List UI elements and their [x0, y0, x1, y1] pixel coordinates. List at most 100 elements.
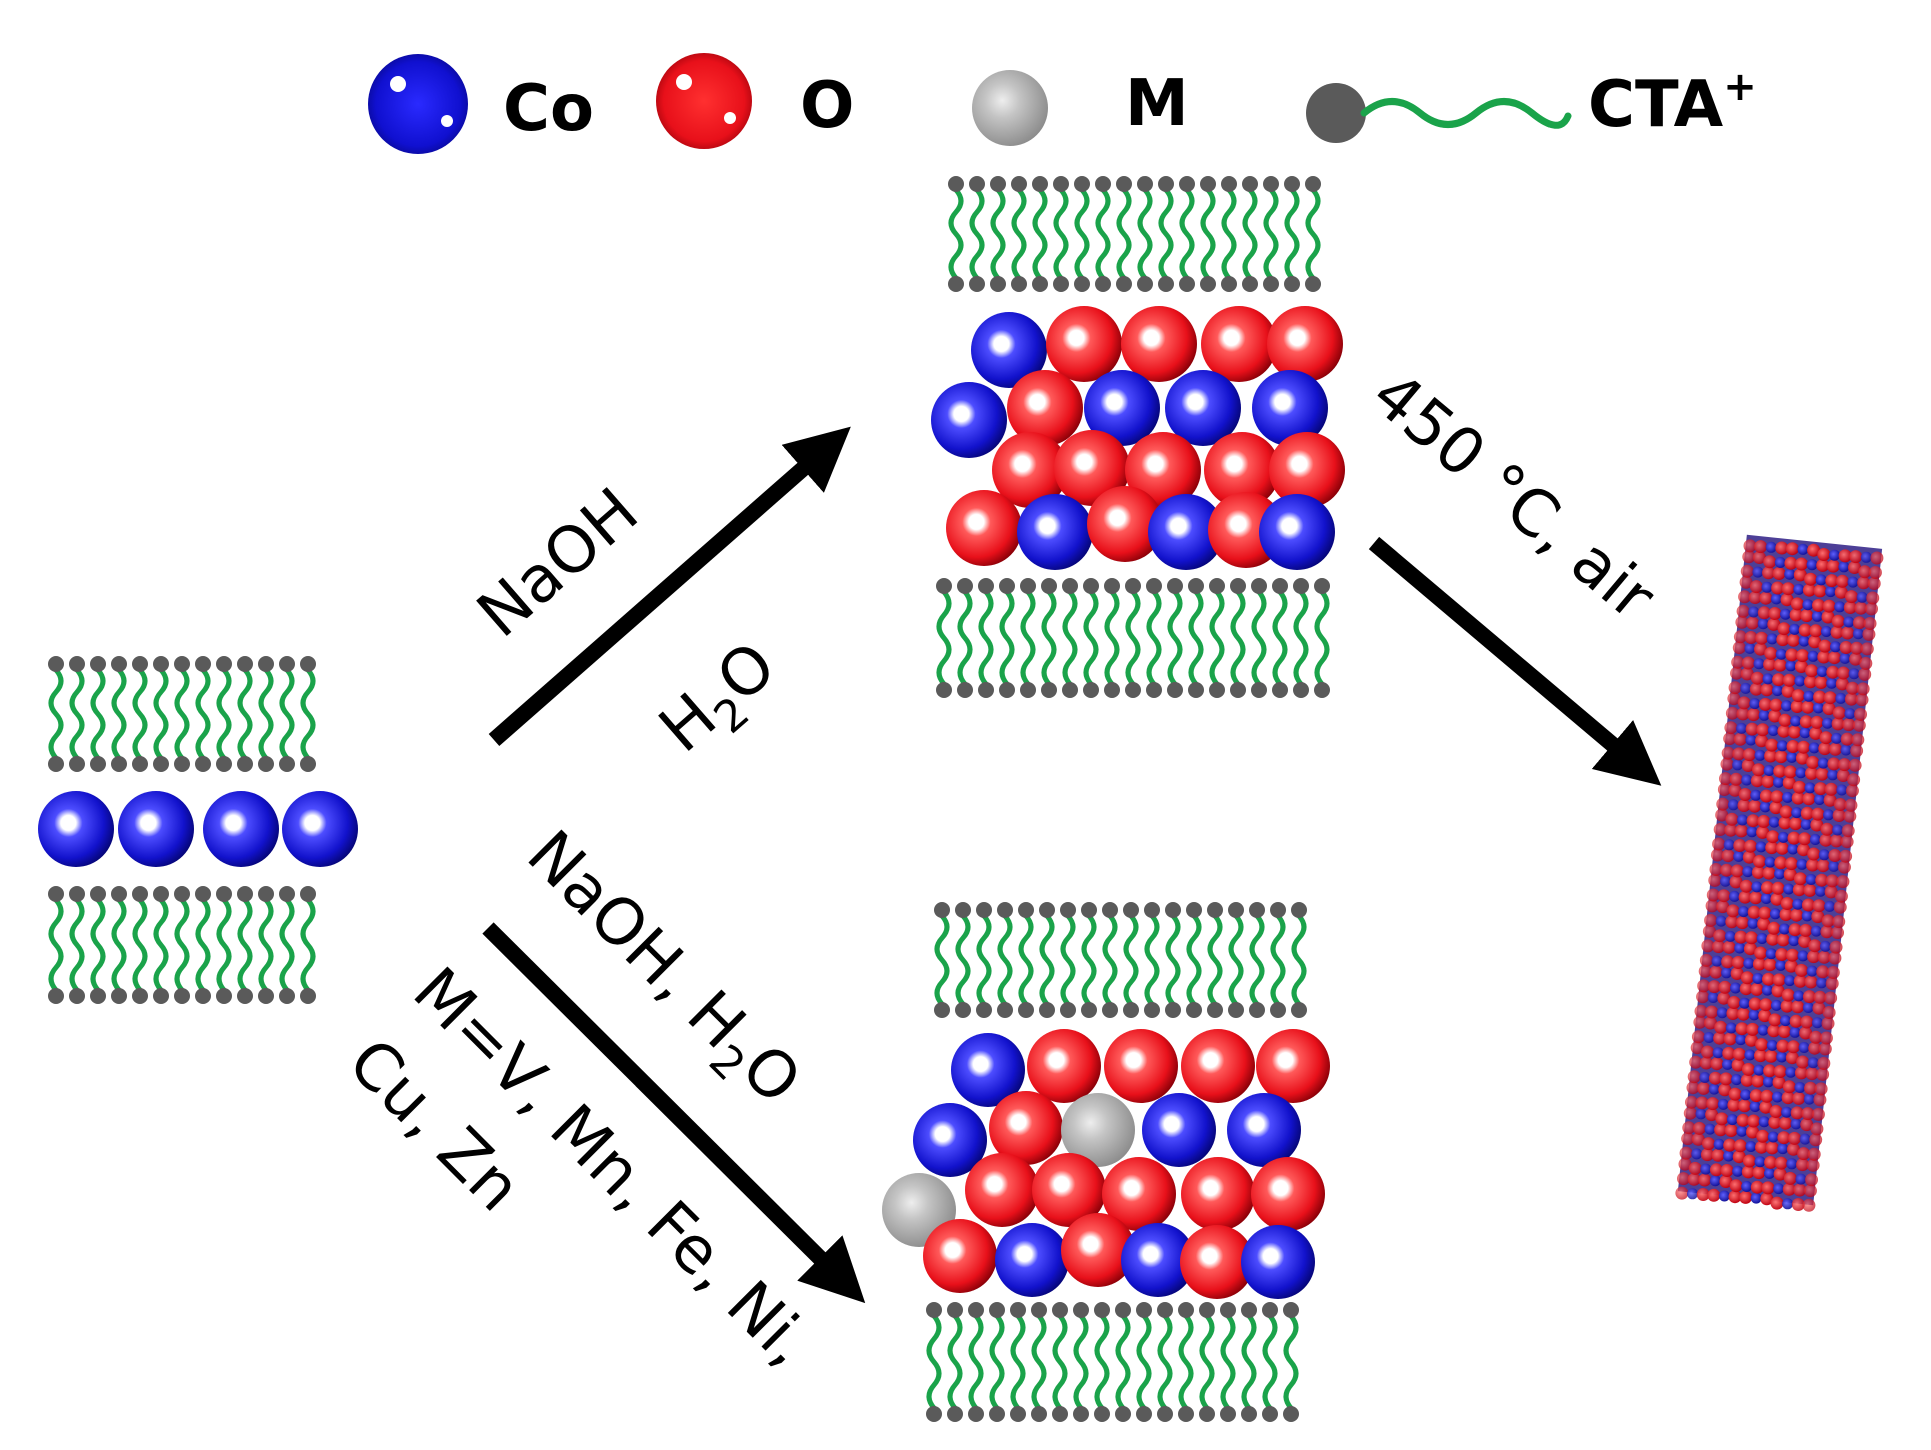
nanotube-oxygen-atom — [1807, 847, 1821, 861]
nanotube-cobalt-atom — [1755, 841, 1767, 853]
surfactant-head — [926, 1406, 942, 1422]
surfactant-head — [955, 1002, 971, 1018]
surfactant-head — [1165, 902, 1181, 918]
surfactant-head — [90, 756, 106, 772]
surfactant-head — [258, 656, 274, 672]
nanotube-oxygen-atom — [1785, 948, 1799, 962]
nanotube-cobalt-atom — [1787, 843, 1799, 855]
nanotube-oxygen-atom — [1806, 755, 1820, 769]
surfactant-chain — [1179, 188, 1195, 280]
nanotube-oxygen-atom — [1735, 615, 1749, 629]
nanotube-oxygen-atom — [1745, 722, 1759, 736]
nanotube-cobalt-atom — [1815, 574, 1827, 586]
surfactant-head — [968, 1302, 984, 1318]
nanotube-oxygen-atom — [1762, 866, 1776, 880]
nanotube-oxygen-atom — [1809, 1133, 1823, 1147]
surfactant-head — [1041, 578, 1057, 594]
nanotube-oxygen-atom — [1785, 1051, 1799, 1065]
surfactant-chain — [1178, 1314, 1194, 1410]
nanotube-oxygen-atom — [1708, 873, 1722, 887]
nanotube-oxygen-atom — [1795, 557, 1808, 571]
nanotube-cobalt-atom — [1772, 1091, 1783, 1103]
surfactant-chain — [1188, 590, 1204, 686]
nanotube-oxygen-atom — [1692, 1121, 1706, 1135]
nanotube-oxygen-atom — [1761, 775, 1775, 788]
nanotube-oxygen-atom — [1763, 657, 1777, 671]
atom-layers — [38, 306, 1345, 1299]
surfactant-chain — [1123, 914, 1139, 1006]
nanotube-oxygen-atom — [1793, 568, 1807, 582]
nanotube-oxygen-atom — [1825, 574, 1839, 588]
surfactant-head — [1241, 1406, 1257, 1422]
nanotube-oxygen-atom — [1740, 564, 1754, 578]
surfactant-chain — [1115, 1314, 1131, 1410]
surfactant-head — [1272, 578, 1288, 594]
nanotube-oxygen-atom — [1845, 590, 1858, 604]
surfactant-head — [1188, 578, 1204, 594]
legend-o-sphere — [656, 53, 752, 149]
nanotube-cobalt-atom — [1819, 940, 1831, 952]
nanotube-oxygen-atom — [1739, 575, 1753, 589]
nanotube-oxygen-atom — [1787, 633, 1800, 647]
surfactant-head — [216, 886, 232, 902]
cobalt-atom — [118, 791, 194, 867]
nanotube-oxygen-atom — [1791, 1000, 1805, 1014]
surfactant-head — [1284, 176, 1300, 192]
nanotube-oxygen-atom — [1698, 1173, 1712, 1187]
nanotube-oxygen-atom — [1824, 885, 1838, 899]
nanotube-oxygen-atom — [1702, 1137, 1715, 1151]
surfactant-chain — [174, 898, 190, 992]
nanotube-oxygen-atom — [1764, 749, 1778, 763]
surfactant-head — [90, 656, 106, 672]
nanotube-oxygen-atom — [1752, 763, 1765, 777]
nanotube-oxygen-atom — [1806, 1158, 1820, 1172]
surfactant-chain — [111, 898, 127, 992]
nanotube-cobalt-atom — [1794, 1082, 1806, 1093]
nanotube-oxygen-atom — [1761, 881, 1774, 895]
oxygen-atom — [1201, 306, 1277, 382]
surfactant-chain — [1241, 1314, 1257, 1410]
oxygen-atom — [1269, 432, 1345, 508]
nanotube-oxygen-atom — [1820, 925, 1834, 939]
surfactant-head — [947, 1302, 963, 1318]
surfactant-head — [1039, 1002, 1055, 1018]
nanotube-cobalt-atom — [1814, 794, 1825, 805]
nanotube-oxygen-atom — [1721, 955, 1735, 969]
surfactant-head — [1125, 578, 1141, 594]
nanotube-oxygen-atom — [1746, 616, 1759, 630]
surfactant-head — [111, 988, 127, 1004]
nanotube-cobalt-atom — [1745, 1141, 1757, 1152]
surfactant-chain — [1291, 914, 1307, 1006]
surfactant-head — [1283, 1406, 1299, 1422]
nanotube-oxygen-atom — [1863, 617, 1877, 630]
surfactant-head — [1158, 176, 1174, 192]
nanotube-oxygen-atom — [1721, 849, 1735, 863]
nanotube-cobalt-atom — [1832, 824, 1844, 836]
nanotube-oxygen-atom — [1716, 797, 1730, 811]
nanotube-oxygen-atom — [1714, 1123, 1728, 1137]
nanotube-oxygen-atom — [1789, 817, 1803, 831]
nanotube-cobalt-atom — [1766, 633, 1778, 645]
surfactant-chain — [1262, 1314, 1278, 1410]
nanotube-oxygen-atom — [1760, 683, 1774, 697]
nanotube-oxygen-atom — [1870, 551, 1884, 565]
nanotube-oxygen-atom — [1738, 590, 1752, 604]
nanotube-oxygen-atom — [1817, 548, 1831, 561]
nanotube-oxygen-atom — [1758, 906, 1772, 920]
nanotube-oxygen-atom — [1777, 1025, 1791, 1038]
surfactant-head — [1073, 1302, 1089, 1318]
nanotube-oxygen-atom — [1846, 681, 1859, 695]
nanotube-oxygen-atom — [1701, 1045, 1714, 1059]
nanotube-oxygen-atom — [1791, 791, 1805, 805]
surfactant-head — [69, 988, 85, 1004]
nanotube-oxygen-atom — [1732, 747, 1746, 761]
surfactant-chain — [1032, 188, 1048, 280]
surfactant-chain — [237, 898, 253, 992]
nanotube-oxygen-atom — [1821, 1017, 1835, 1030]
nanotube-oxygen-atom — [1763, 1064, 1777, 1078]
surfactant-head — [976, 902, 992, 918]
nanotube-oxygen-atom — [1683, 1106, 1697, 1120]
nanotube-oxygen-atom — [1774, 750, 1788, 764]
surfactant-head — [1146, 578, 1162, 594]
